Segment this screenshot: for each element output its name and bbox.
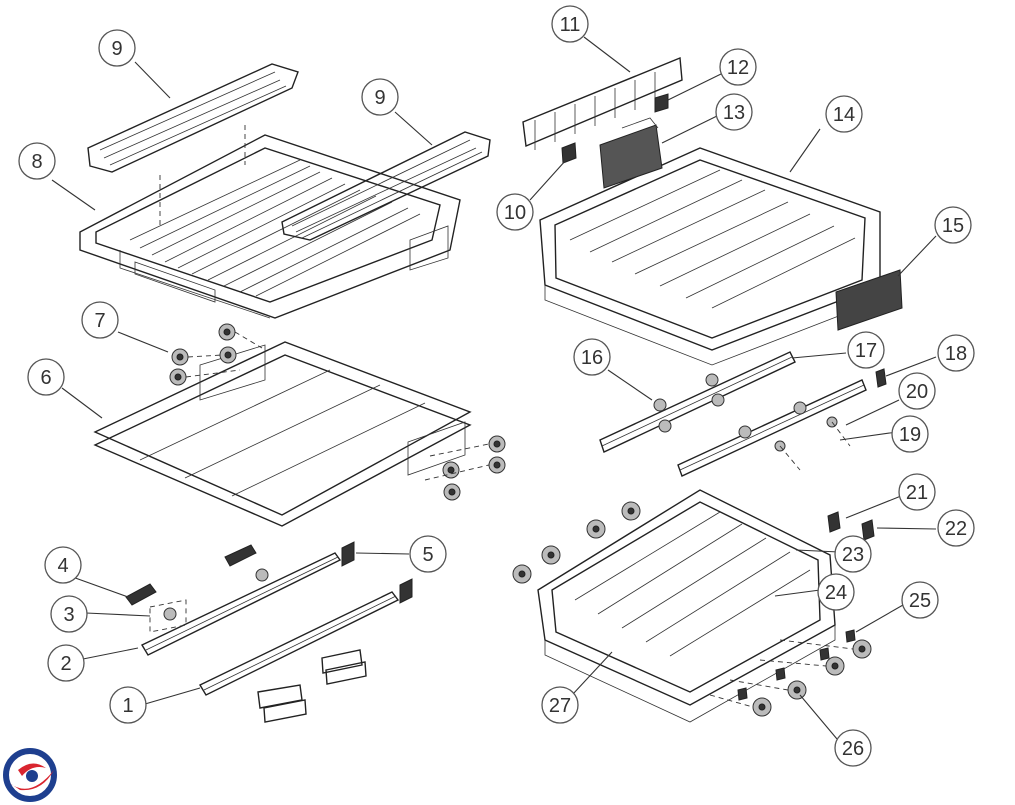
rail-upper — [141, 552, 342, 656]
callout-23: 23 — [834, 535, 872, 573]
svg-text:5: 5 — [422, 544, 433, 566]
rail-19-20 — [677, 379, 867, 477]
svg-text:17: 17 — [855, 340, 877, 362]
svg-text:16: 16 — [581, 347, 603, 369]
svg-text:4: 4 — [57, 555, 68, 577]
svg-text:2: 2 — [60, 653, 71, 675]
svg-text:12: 12 — [727, 57, 749, 79]
tray-tines — [129, 159, 421, 297]
callout-8: 8 — [18, 142, 56, 180]
callout-11: 11 — [551, 5, 589, 43]
svg-text:8: 8 — [31, 151, 42, 173]
clip-10 — [561, 142, 577, 164]
svg-text:20: 20 — [906, 381, 928, 403]
clip-18 — [875, 368, 887, 388]
cutlery-basket-left — [87, 63, 299, 225]
callout-18: 18 — [937, 334, 975, 372]
callout-4: 4 — [44, 546, 82, 584]
rail-lower — [199, 591, 400, 696]
svg-text:23: 23 — [842, 544, 864, 566]
upper-tray — [79, 134, 461, 319]
wheels-group-frame-right — [424, 435, 506, 501]
svg-text:19: 19 — [899, 424, 921, 446]
callout-7: 7 — [81, 301, 119, 339]
basket-wheels-top — [512, 501, 641, 584]
svg-text:21: 21 — [906, 482, 928, 504]
tine-row-11 — [522, 56, 683, 150]
svg-text:11: 11 — [560, 14, 581, 36]
callout-10: 10 — [496, 193, 534, 231]
callout-9-left: 9 — [98, 29, 136, 67]
svg-text:24: 24 — [825, 582, 847, 604]
end-clips — [341, 541, 413, 604]
svg-text:1: 1 — [122, 695, 133, 717]
callout-26: 26 — [834, 729, 872, 767]
svg-text:9: 9 — [374, 87, 385, 109]
callout-20: 20 — [898, 372, 936, 410]
svg-text:26: 26 — [842, 738, 864, 760]
basket-wheels-bottom — [709, 639, 872, 717]
callout-2: 2 — [47, 644, 85, 682]
cutlery-basket-right — [281, 131, 491, 241]
callout-27: 27 — [541, 686, 579, 724]
clip-12 — [654, 93, 669, 113]
logo-swoosh-red — [8, 770, 54, 791]
callout-19: 19 — [891, 415, 929, 453]
callout-21: 21 — [898, 473, 936, 511]
callout-17: 17 — [847, 331, 885, 369]
svg-text:18: 18 — [945, 343, 967, 365]
svg-text:9: 9 — [111, 38, 122, 60]
callout-13: 13 — [715, 93, 753, 131]
upper-basket — [539, 147, 881, 366]
svg-text:10: 10 — [504, 202, 526, 224]
callout-12: 12 — [719, 48, 757, 86]
callout-14: 14 — [825, 95, 863, 133]
logo-swoosh-inner — [18, 763, 46, 776]
clip-assembly-3 — [149, 568, 269, 633]
callout-6: 6 — [27, 358, 65, 396]
svg-text:14: 14 — [833, 104, 855, 126]
rack-frame — [93, 341, 472, 527]
callout-25: 25 — [901, 581, 939, 619]
svg-text:3: 3 — [63, 604, 74, 626]
side-latch-15 — [835, 269, 903, 331]
svg-text:6: 6 — [40, 367, 51, 389]
svg-text:22: 22 — [945, 518, 967, 540]
callout-9-right: 9 — [361, 78, 399, 116]
callout-1: 1 — [109, 686, 147, 724]
callout-16: 16 — [573, 338, 611, 376]
axle-pins — [737, 629, 856, 701]
svg-text:7: 7 — [94, 310, 105, 332]
rail-16-17 — [599, 351, 796, 453]
roller-spring — [125, 544, 257, 606]
callout-24: 24 — [817, 573, 855, 611]
flap-13 — [599, 117, 663, 189]
callout-22: 22 — [937, 509, 975, 547]
callout-3: 3 — [50, 595, 88, 633]
brand-logo — [3, 748, 57, 802]
wheels-group-7 — [169, 323, 263, 386]
callout-5: 5 — [409, 535, 447, 573]
logo-center — [26, 770, 38, 782]
clips-21-22 — [827, 511, 875, 541]
svg-text:27: 27 — [549, 695, 571, 717]
svg-text:25: 25 — [909, 590, 931, 612]
lower-basket — [537, 489, 836, 723]
svg-text:15: 15 — [942, 215, 964, 237]
leader-lines — [51, 36, 937, 740]
callout-15: 15 — [934, 206, 972, 244]
logo-ring-blue — [3, 748, 57, 802]
svg-text:13: 13 — [723, 102, 745, 124]
rail-stops — [257, 649, 367, 723]
